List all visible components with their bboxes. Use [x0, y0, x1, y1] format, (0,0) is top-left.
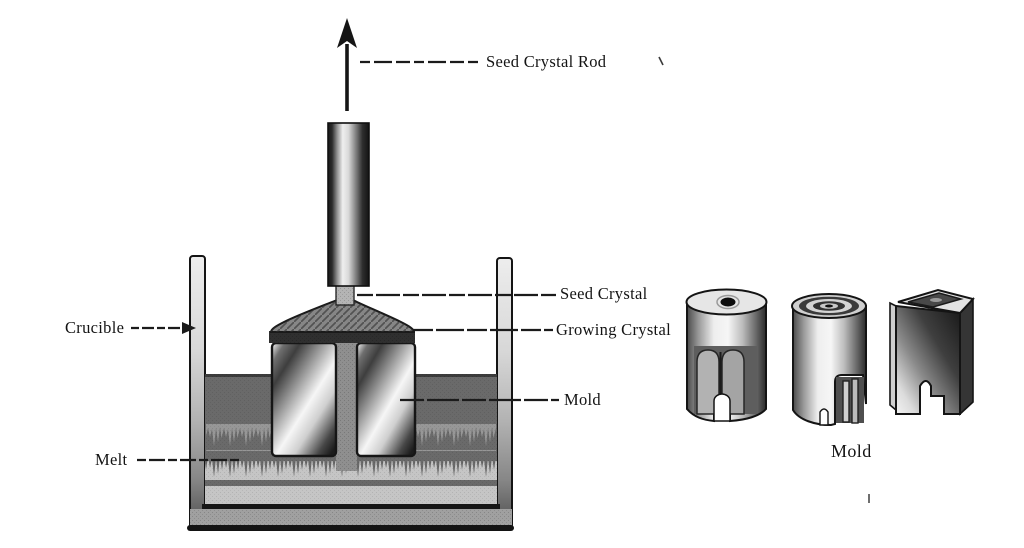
- seed-crystal-neck: [335, 282, 355, 306]
- mold-cylinder-rings: [791, 293, 867, 427]
- crucible-arrowhead: [182, 322, 196, 334]
- scan-mark-top: [658, 56, 664, 66]
- melt-label: Melt: [95, 450, 128, 469]
- seed-rod: [327, 122, 370, 287]
- mold-caption: Mold: [831, 441, 872, 461]
- growing-crystal-label: Growing Crystal: [556, 320, 671, 339]
- mold-cylinder-hole: [685, 288, 768, 423]
- seed-crystal-rod-label: Seed Crystal Rod: [486, 52, 607, 71]
- growing-crystal-dome: [269, 299, 416, 333]
- mold-callout-label: Mold: [564, 390, 601, 409]
- crucible-label: Crucible: [65, 318, 125, 337]
- mold-cutaway: [269, 331, 417, 471]
- mold-square-block: [889, 288, 975, 416]
- crucible-floor: [187, 504, 514, 531]
- pull-arrow: [337, 18, 357, 111]
- seed-crystal-label: Seed Crystal: [560, 284, 648, 303]
